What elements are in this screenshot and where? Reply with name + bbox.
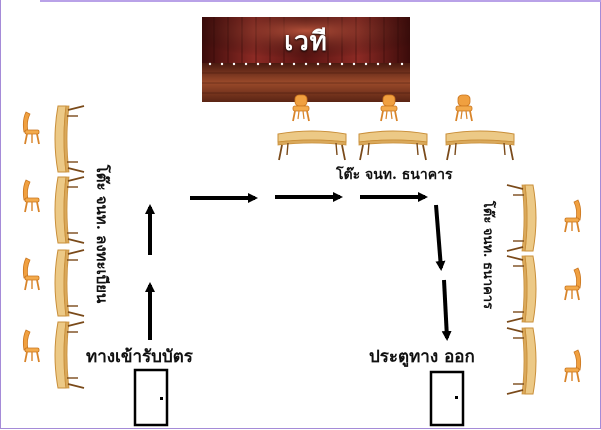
top-border-line	[40, 0, 601, 2]
registration-chair	[22, 329, 40, 363]
bank-chair	[455, 94, 473, 122]
bank-chair	[380, 94, 398, 122]
bank-chair-right	[565, 200, 581, 232]
bank-chair-right	[565, 350, 581, 382]
exit-label: ประตูทาง ออก	[369, 347, 475, 367]
registration-chair	[22, 179, 40, 213]
registration-table	[54, 176, 85, 244]
bank-table-right	[507, 328, 536, 394]
bank-table-right	[507, 256, 536, 322]
registration-chair	[22, 111, 40, 145]
bank-table-right-label: โต๊ะ จนท. ธนาคาร	[480, 200, 495, 310]
bank-chair-right	[565, 268, 581, 300]
bank-table	[358, 130, 428, 161]
registration-table	[54, 105, 85, 173]
registration-table	[54, 249, 85, 317]
registration-table-label: โต๊ะ จนท. ลงทะเบียน	[93, 164, 111, 304]
stage-image	[202, 17, 410, 102]
bank-chair	[292, 94, 310, 122]
flow-arrow-down-2	[441, 279, 452, 341]
flow-arrow-down-1	[434, 204, 446, 271]
entrance-door	[133, 368, 169, 427]
registration-chair	[22, 257, 40, 291]
bank-table	[445, 130, 515, 161]
bank-table-right	[507, 185, 536, 251]
exit-door	[429, 370, 465, 427]
stage: เวที	[202, 17, 410, 102]
entrance-label: ทางเข้ารับบัตร	[86, 347, 193, 367]
bank-table-top-label: โต๊ะ จนท. ธนาคาร	[336, 167, 453, 183]
registration-table	[54, 321, 85, 389]
bank-table	[277, 130, 347, 161]
stage-title: เวที	[284, 27, 328, 57]
